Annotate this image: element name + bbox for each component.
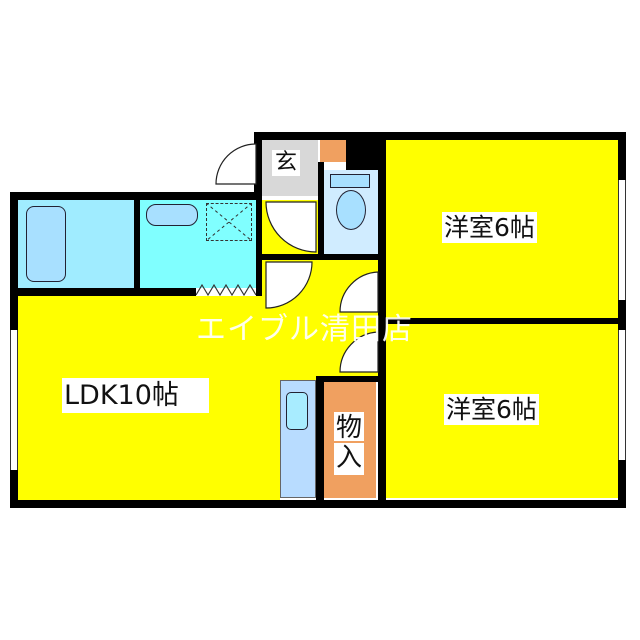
- kitchen-sink: [286, 392, 308, 430]
- front-door-icon: [215, 143, 257, 185]
- toilet-bowl: [336, 190, 366, 230]
- bedroom-lower-door-icon: [339, 331, 379, 373]
- window: [618, 330, 626, 460]
- entrance-label: 玄: [272, 150, 301, 176]
- ldk-label: LDK10帖: [62, 378, 209, 413]
- bedroom-upper-label: 洋室6帖: [442, 212, 537, 243]
- bathtub: [26, 206, 66, 282]
- window: [10, 330, 18, 470]
- curtain-icon: [196, 283, 257, 297]
- shoe-box: [320, 140, 346, 162]
- wall: [10, 288, 196, 296]
- wall: [318, 162, 324, 258]
- bedroom-lower-label: 洋室6帖: [444, 394, 539, 425]
- storage-label-top: 物: [334, 412, 365, 443]
- washbasin: [146, 204, 198, 226]
- wall: [134, 200, 140, 288]
- washer-x-icon: [206, 203, 252, 241]
- window: [618, 180, 626, 300]
- wall: [254, 132, 262, 200]
- washroom-door-icon: [265, 261, 313, 309]
- watermark: エイブル清田店: [196, 312, 413, 347]
- wall: [316, 376, 382, 382]
- wall: [618, 132, 626, 508]
- wall: [262, 254, 382, 260]
- storage-label-bottom: 入: [334, 443, 365, 475]
- wall: [10, 500, 626, 508]
- wall: [346, 140, 378, 170]
- toilet-door-icon: [265, 201, 317, 253]
- washer-space: [206, 203, 252, 241]
- wall: [316, 376, 324, 500]
- bedroom-upper-door-icon: [339, 271, 379, 313]
- wall: [378, 132, 386, 508]
- wall: [386, 318, 618, 324]
- wall: [254, 132, 626, 140]
- wall: [256, 200, 262, 296]
- wall: [10, 192, 260, 200]
- toilet-tank: [330, 174, 370, 188]
